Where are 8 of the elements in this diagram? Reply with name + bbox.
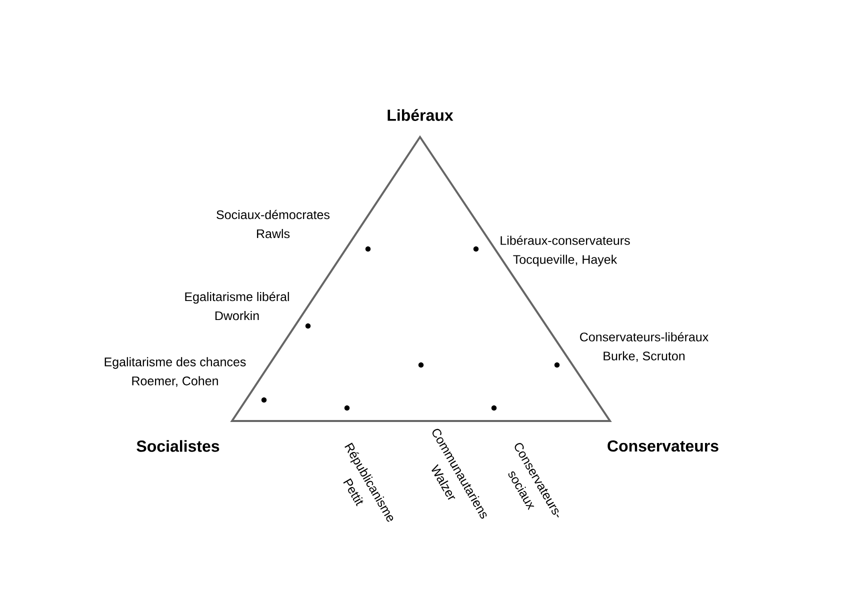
school-label: Conservateurs-libéraux Burke, Scruton — [580, 332, 708, 362]
corner-title: Socialistes — [136, 440, 220, 452]
school-label: Libéraux-conservateurs Tocqueville, Hayek — [500, 236, 630, 266]
school-label: Egalitarisme libéral Dworkin — [185, 292, 289, 320]
school-label: Egalitarisme des chances Roemer, Cohen — [104, 357, 246, 387]
corner-title: Conservateurs — [608, 440, 718, 452]
school-label: Sociaux-démocrates Rawls — [216, 210, 330, 238]
corner-title: Libéraux — [388, 109, 454, 121]
